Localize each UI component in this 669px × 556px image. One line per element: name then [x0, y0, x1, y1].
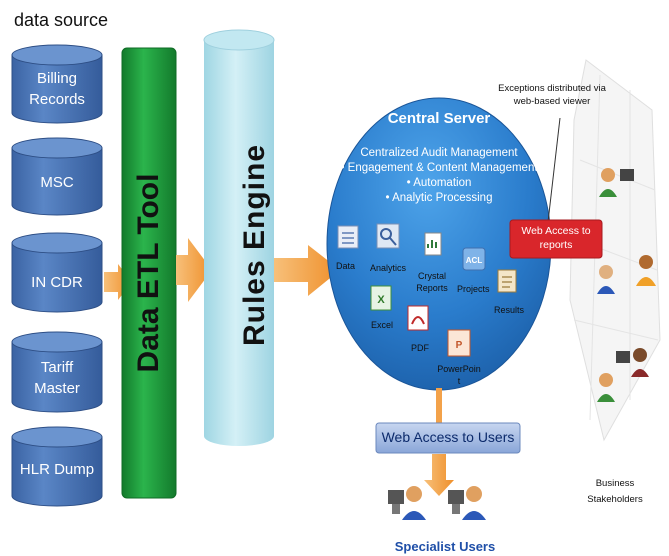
data-icon	[337, 225, 359, 249]
server-bullet: • Analytic Processing	[385, 192, 493, 204]
data-source-heading: data source	[14, 10, 109, 30]
rules-engine-label: Rules Engine	[238, 143, 271, 347]
central-server-title: Central Server	[387, 110, 491, 127]
arrow-rules-to-server	[274, 245, 340, 296]
svg-text:X: X	[377, 294, 385, 306]
web-access-users-label: Web Access to Users	[381, 429, 515, 445]
cylinder-hlr-dump	[11, 426, 103, 507]
web-access-users-box	[375, 422, 521, 454]
source-label-hlr-dump: HLR Dump	[19, 461, 95, 478]
powerpoint-icon: P	[447, 329, 471, 357]
cylinder-tariff-master	[11, 331, 103, 413]
stakeholder-person-icon	[597, 265, 615, 294]
specialist-users-label: Specialist Users	[394, 539, 496, 554]
specialist-user-icon	[388, 486, 426, 520]
arrow-etl-to-rules	[176, 238, 212, 302]
stakeholder-person-icon	[599, 168, 634, 197]
etl-tool-label: Data ETL Tool	[132, 173, 165, 373]
central-server-bullets: Centralized Audit Management • Engagemen…	[334, 146, 544, 206]
projects-icon: ACL	[462, 247, 486, 271]
excel-icon: X	[370, 285, 392, 311]
icon-label-pdf: PDF	[411, 343, 429, 353]
cylinder-in-cdr	[11, 232, 103, 313]
icon-label-projects: Projects	[457, 284, 490, 294]
icon-label-excel: Excel	[371, 320, 394, 330]
server-bullet: • Automation	[406, 177, 472, 189]
analytics-icon	[376, 223, 400, 249]
cylinder-billing-records	[11, 44, 103, 124]
icon-label-data: Data	[336, 261, 356, 271]
stakeholder-person-icon	[636, 255, 656, 286]
cylinder-msc	[11, 137, 103, 216]
exceptions-connector-line	[547, 117, 561, 223]
web-access-reports-box	[509, 219, 603, 259]
server-bullet: • Engagement & Content Management	[340, 162, 538, 174]
connector-server-to-users	[436, 388, 442, 426]
stakeholders-grid	[569, 59, 661, 442]
results-icon	[497, 269, 517, 293]
specialist-user-icon	[448, 486, 486, 520]
stakeholder-person-icon	[616, 348, 649, 377]
rules-engine-cylinder	[203, 29, 275, 446]
source-label-in-cdr: IN CDR	[31, 274, 83, 291]
icon-label-analytics: Analytics	[370, 263, 407, 273]
svg-text:P: P	[456, 340, 463, 351]
pdf-icon	[407, 305, 429, 331]
crystal-reports-icon	[424, 232, 442, 256]
icon-label-results: Results	[494, 305, 525, 315]
source-label-msc: MSC	[40, 174, 74, 191]
arrow-to-specialists	[424, 454, 454, 496]
svg-text:ACL: ACL	[466, 256, 483, 265]
stakeholder-person-icon	[597, 373, 615, 402]
server-bullet: Centralized Audit Management	[360, 147, 518, 159]
